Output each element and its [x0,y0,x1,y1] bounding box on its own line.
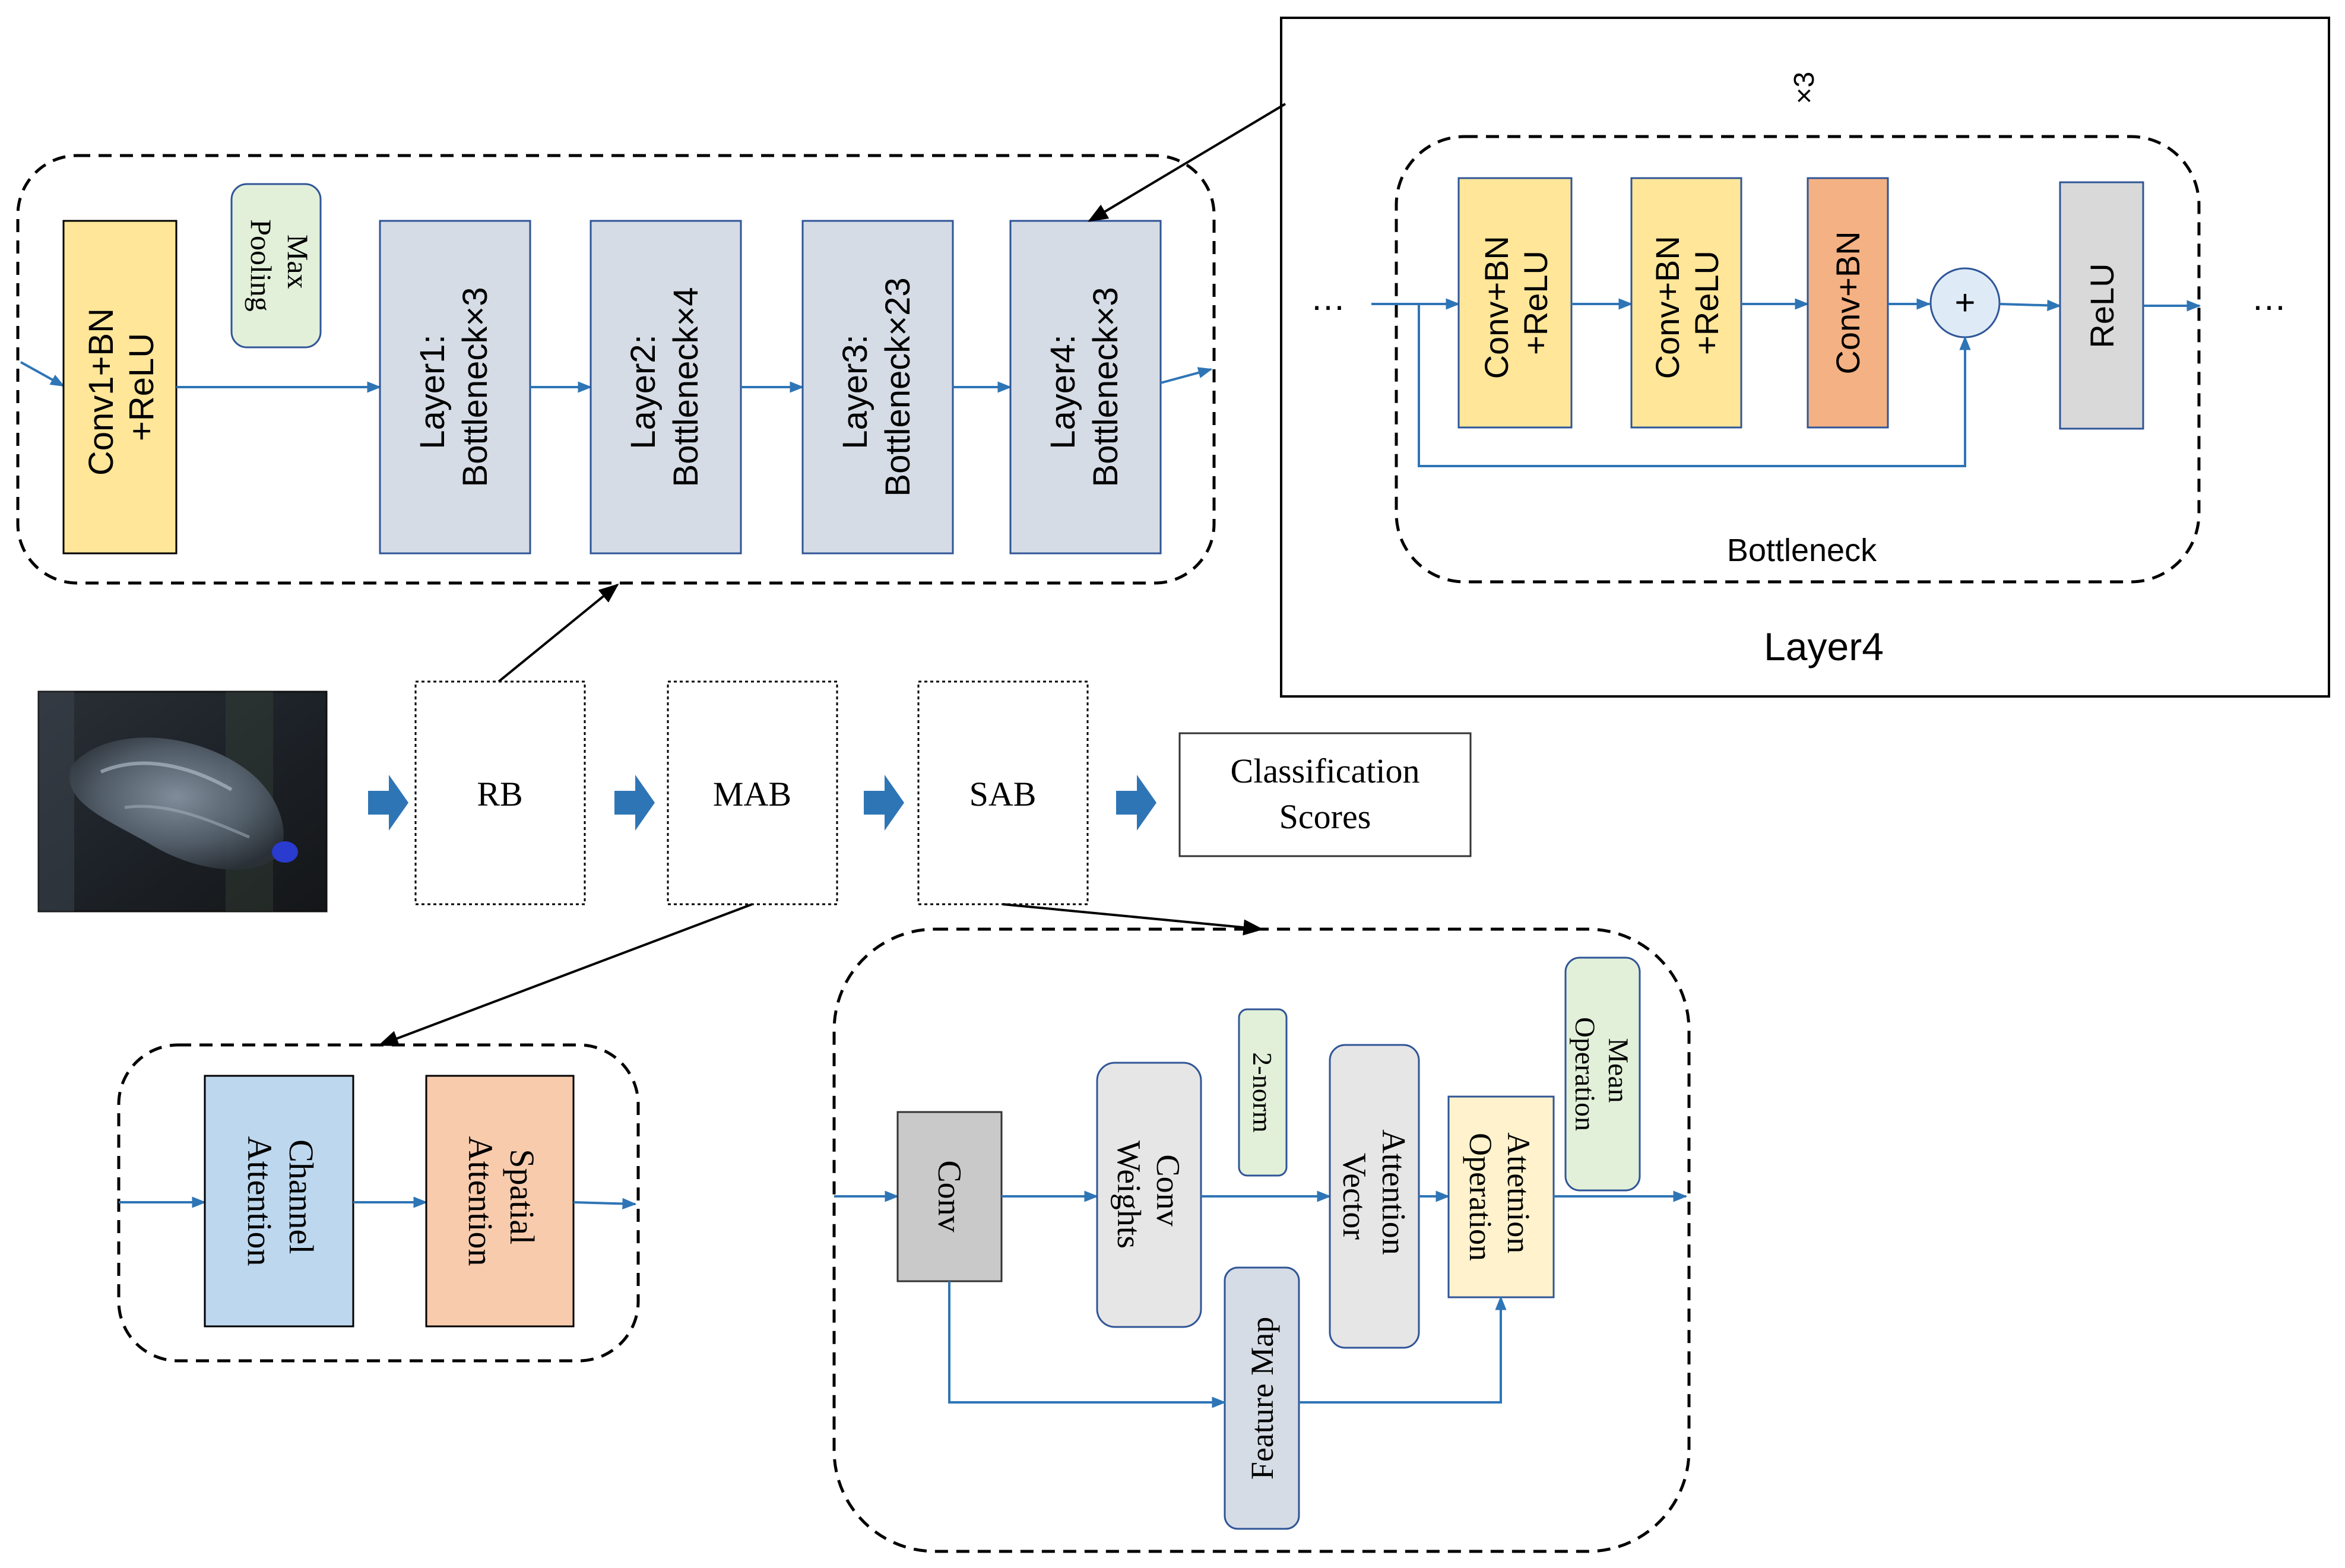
repeat-label: ×3 [1789,72,1820,104]
mab-detail-pointer [378,903,753,1046]
attention-operation-block: Attetnion Operation [1447,1095,1555,1298]
svg-text:Conv+BN +ReLU: Conv+BN +ReLU [1478,227,1554,379]
svg-text:Layer2: Bottleneck×4: Layer2: Bottleneck×4 [624,287,705,487]
layer1-block: Layer1: Bottleneck×3 [379,220,531,555]
svg-text:Conv Weights: Conv Weights [1110,1141,1186,1249]
sab-detail-pointer [1002,903,1264,936]
ellipsis-left: … [1310,278,1346,318]
svg-text:ReLU: ReLU [2083,263,2121,348]
layer4-detail-pointer [1088,103,1286,222]
layer4-block: Layer4: Bottleneck×3 [1009,220,1162,555]
bottleneck-relu: ReLU [2059,181,2144,430]
svg-text:Mean Operation: Mean Operation [1569,1017,1634,1131]
svg-text:Scores: Scores [1279,797,1371,836]
classification-scores-box: Classification Scores [1178,732,1472,857]
sab-detail-panel: Conv Conv Weights 2-norm Attention Vecto… [832,927,1691,1553]
svg-text:MAB: MAB [713,775,791,813]
sab-conv-block: Conv [896,1111,1003,1282]
input-image [37,690,328,913]
svg-text:Conv: Conv [931,1160,968,1232]
svg-text:Layer1: Bottleneck×3: Layer1: Bottleneck×3 [413,287,495,487]
conv1-block: Conv1+BN +ReLU [62,220,178,555]
ellipsis-right: … [2251,278,2287,318]
sab-detail-border [832,927,1691,1553]
bottleneck-border [1395,135,2201,584]
pipeline-arrow-3 [864,775,904,831]
skip-connection [1418,304,1971,467]
rb-box: RB [414,680,586,905]
svg-text:RB: RB [477,775,522,813]
channel-attention-block: Channel Attention [204,1075,354,1328]
attention-vector-block: Attention Vector [1329,1044,1420,1349]
bottleneck-conv-bn-relu-2: Conv+BN +ReLU [1630,177,1742,429]
svg-text:Layer3: Bottleneck×23: Layer3: Bottleneck×23 [836,277,917,496]
mab-detail-panel: Channel Attention Spatial Attention [117,1043,640,1363]
svg-text:Spatial Attention: Spatial Attention [461,1136,541,1266]
resnet-block: Conv1+BN +ReLU Max Pooling Layer1: Bottl… [16,154,1216,585]
svg-text:Conv+BN +ReLU: Conv+BN +ReLU [1649,227,1725,379]
svg-text:Feature Map: Feature Map [1244,1317,1280,1480]
spatial-attention-block: Spatial Attention [425,1075,575,1328]
conv-to-feature-map-arrow [948,1281,1227,1408]
resnet-block-border [16,154,1216,585]
svg-text:SAB: SAB [969,775,1037,813]
bottleneck-label: Bottleneck [1727,533,1877,568]
mean-operation-block: Mean Operation [1564,956,1641,1192]
resnet-input-arrow [20,361,65,387]
conv-weights-block: Conv Weights [1096,1062,1202,1328]
svg-text:Max Pooling: Max Pooling [245,219,315,312]
mab-box: MAB [667,680,838,905]
svg-text:Layer4: Bottleneck×3: Layer4: Bottleneck×3 [1044,287,1125,487]
pipeline-arrow-4 [1116,775,1156,831]
svg-text:+: + [1954,283,1975,322]
layer4-detail-panel: Layer4 ×3 Bottleneck … … Conv+BN +ReLU C… [1280,17,2330,698]
svg-text:Attention Vector: Attention Vector [1336,1129,1412,1263]
resnet-output-arrow [1160,367,1213,384]
two-norm-block: 2-norm [1238,1008,1288,1177]
residual-add-node: + [1929,267,2001,338]
pipeline-arrow-1 [368,775,408,831]
svg-text:Attetnion Operation: Attetnion Operation [1463,1132,1536,1261]
maxpool-block: Max Pooling [230,183,322,349]
feature-map-block: Feature Map [1224,1266,1300,1530]
svg-text:Conv1+BN +ReLU: Conv1+BN +ReLU [82,299,161,476]
layer4-panel-border [1280,17,2330,698]
svg-text:Channel Attention: Channel Attention [240,1136,321,1266]
bottleneck-conv-bn: Conv+BN [1807,177,1889,429]
svg-text:Classification: Classification [1231,752,1420,790]
sab-box: SAB [917,680,1089,905]
layer4-title: Layer4 [1764,625,1884,669]
rb-detail-pointer [497,583,619,683]
layer3-block: Layer3: Bottleneck×23 [801,220,954,555]
svg-text:Conv+BN: Conv+BN [1829,231,1867,374]
feature-map-to-operation-arrow [1299,1295,1507,1404]
pipeline-arrow-2 [614,775,655,831]
bottleneck-conv-bn-relu-1: Conv+BN +ReLU [1457,177,1573,429]
svg-text:2-norm: 2-norm [1247,1052,1278,1133]
layer2-block: Layer2: Bottleneck×4 [590,220,742,555]
